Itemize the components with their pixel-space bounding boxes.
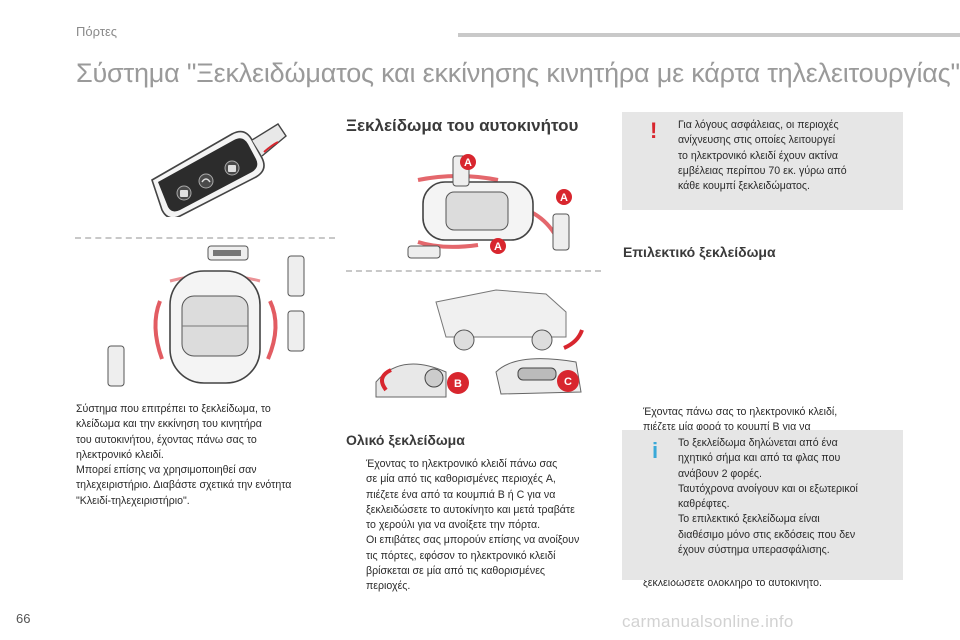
- left-description: Σύστημα που επιτρέπει το ξεκλείδωμα, το …: [76, 403, 292, 507]
- zone-a-label: A: [464, 157, 472, 169]
- header-rule: [458, 33, 960, 37]
- info-box: i Το ξεκλείδωμα δηλώνεται από ένα ηχητικ…: [622, 430, 903, 580]
- zone-a-label-2: A: [560, 192, 568, 204]
- heading-selective-unlock: Επιλεκτικό ξεκλείδωμα: [623, 244, 776, 260]
- button-b-label: B: [454, 378, 462, 390]
- total-unlock-bullet: Έχοντας το ηλεκτρονικό κλειδί πάνω σας σ…: [366, 458, 580, 593]
- divider-center: [346, 270, 601, 272]
- car-detection-zones: A A A: [407, 154, 572, 259]
- heading-unlock: Ξεκλείδωμα του αυτοκινήτου: [346, 116, 579, 135]
- section-label: Πόρτες: [76, 24, 118, 39]
- page-number: 66: [16, 611, 31, 626]
- watermark: carmanualsonline.info: [622, 612, 794, 631]
- page-title: Σύστημα "Ξεκλειδώματος και εκκίνησης κιν…: [76, 58, 960, 88]
- warning-box: ! Για λόγους ασφάλειας, οι περιοχές ανίχ…: [622, 112, 903, 210]
- divider-left: [75, 237, 335, 239]
- button-c-label: C: [564, 376, 572, 388]
- heading-total-unlock: Ολικό ξεκλείδωμα: [346, 432, 465, 448]
- zone-a-label-3: A: [494, 241, 502, 253]
- warning-icon: !: [650, 118, 658, 143]
- info-icon: i: [652, 438, 659, 463]
- smart-key-illustration: [151, 123, 287, 217]
- car-top-view-zones: [107, 245, 305, 387]
- door-handle-buttons: B C: [375, 289, 584, 398]
